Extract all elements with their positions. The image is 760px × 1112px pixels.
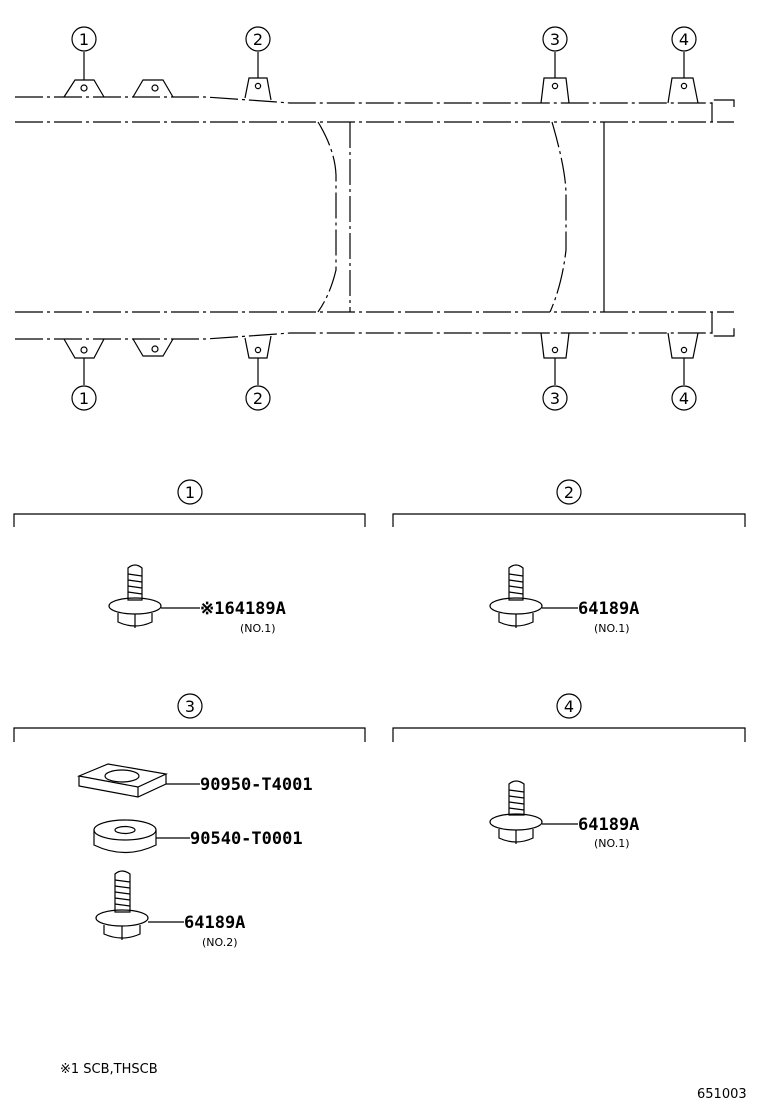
svg-text:3: 3 bbox=[550, 30, 560, 49]
bolt-4 bbox=[489, 780, 543, 844]
cross-member-front bbox=[317, 121, 337, 313]
bracket-bottom-4 bbox=[667, 332, 699, 359]
callout-bottom-2: 2 bbox=[245, 385, 271, 411]
bolt-1 bbox=[108, 564, 162, 628]
callout-bottom-4: 4 bbox=[671, 385, 697, 411]
part-sub-1: (NO.1) bbox=[240, 622, 276, 635]
part-number-1: ※164189A bbox=[200, 599, 286, 619]
svg-text:4: 4 bbox=[679, 30, 689, 49]
bolt-3 bbox=[95, 870, 149, 940]
section-2-heading: 2 bbox=[556, 479, 582, 505]
upper-rail-outer bbox=[15, 96, 735, 107]
svg-text:4: 4 bbox=[564, 697, 574, 716]
svg-text:1: 1 bbox=[79, 389, 89, 408]
svg-text:2: 2 bbox=[564, 483, 574, 502]
svg-text:1: 1 bbox=[185, 483, 195, 502]
svg-text:3: 3 bbox=[185, 697, 195, 716]
bracket-top-1a bbox=[63, 79, 105, 98]
section-2-bracket bbox=[392, 513, 746, 527]
bracket-top-1b bbox=[132, 79, 174, 98]
callout-top-4: 4 bbox=[671, 26, 697, 52]
svg-text:3: 3 bbox=[550, 389, 560, 408]
bracket-bottom-1a bbox=[63, 338, 105, 359]
lower-rail-outer bbox=[15, 327, 735, 340]
bracket-top-3 bbox=[540, 77, 570, 104]
part-sub-4: (NO.1) bbox=[594, 837, 630, 850]
part-number-4: 64189A bbox=[578, 815, 639, 835]
section-1: 1 ※164189A (NO.1) bbox=[13, 479, 366, 635]
section-3-heading: 3 bbox=[177, 693, 203, 719]
part-number-cushion: 90540-T0001 bbox=[190, 829, 303, 849]
svg-text:2: 2 bbox=[253, 30, 263, 49]
section-3-bracket bbox=[13, 727, 366, 742]
part-sub-bolt-3: (NO.2) bbox=[202, 936, 238, 949]
cushion bbox=[93, 819, 157, 854]
bracket-bottom-3 bbox=[540, 332, 570, 359]
svg-text:2: 2 bbox=[253, 389, 263, 408]
section-4-heading: 4 bbox=[556, 693, 582, 719]
section-2: 2 64189A (NO.1) bbox=[392, 479, 746, 635]
callout-top-3: 3 bbox=[542, 26, 568, 52]
footnote: ※1 SCB,THSCB bbox=[60, 1062, 158, 1077]
bracket-top-4 bbox=[667, 77, 699, 104]
svg-text:1: 1 bbox=[79, 30, 89, 49]
bolt-2 bbox=[489, 564, 543, 628]
section-3: 3 90950-T4001 90540-T0001 64189A (NO.2) bbox=[13, 693, 366, 949]
cross-member-rear bbox=[549, 121, 567, 313]
part-number-bolt-3: 64189A bbox=[184, 913, 245, 933]
callout-bottom-3: 3 bbox=[542, 385, 568, 411]
section-4: 4 64189A (NO.1) bbox=[392, 693, 746, 850]
part-number-washer: 90950-T4001 bbox=[200, 775, 313, 795]
vehicle-frame: 1 2 3 4 1 2 3 4 bbox=[15, 26, 735, 411]
svg-text:4: 4 bbox=[679, 389, 689, 408]
figure-number: 651003 bbox=[697, 1087, 747, 1102]
square-washer bbox=[76, 763, 168, 798]
section-1-bracket bbox=[13, 513, 366, 527]
part-sub-2: (NO.1) bbox=[594, 622, 630, 635]
bracket-bottom-1b bbox=[132, 338, 174, 357]
part-number-2: 64189A bbox=[578, 599, 639, 619]
section-1-heading: 1 bbox=[177, 479, 203, 505]
section-4-bracket bbox=[392, 727, 746, 742]
callout-bottom-1: 1 bbox=[71, 385, 97, 411]
callout-top-2: 2 bbox=[245, 26, 271, 52]
callout-top-1: 1 bbox=[71, 26, 97, 52]
